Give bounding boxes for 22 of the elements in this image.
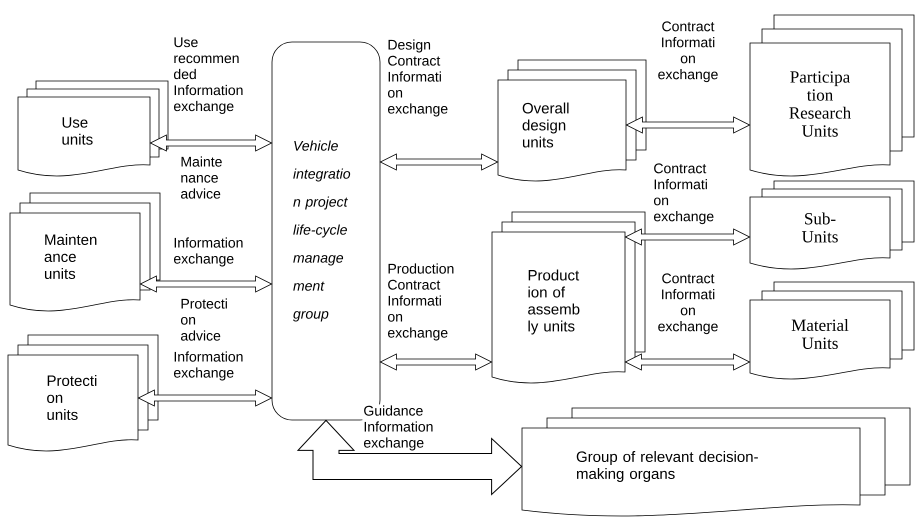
document-stack: Group of relevant decision-making organs bbox=[522, 408, 910, 516]
text-label: Protecti on advice bbox=[180, 298, 227, 341]
edge-label: Contract Informati on exchange bbox=[652, 162, 726, 226]
edge-label: Guidance Information exchange bbox=[362, 404, 442, 452]
document-stack: Product ion of assemb ly units bbox=[492, 212, 646, 384]
document-stack: Material Units bbox=[750, 282, 914, 380]
node-label: Group of relevant decision-making organs bbox=[576, 451, 758, 482]
text-label: Mainte nance advice bbox=[181, 156, 222, 199]
edge-label: Contract Informati on exchange bbox=[651, 272, 725, 336]
edge-label: Contract Informati on exchange bbox=[651, 20, 725, 84]
edge-label: Information exchange bbox=[172, 236, 252, 268]
edge-label: Design Contract Informati on exchange bbox=[386, 38, 460, 118]
edge-label: Production Contract Informati on exchange bbox=[386, 262, 460, 342]
document-stack: Protecti on units bbox=[8, 334, 158, 452]
document-stack: Sub-Units bbox=[750, 180, 914, 270]
edge-label: Use recommen ded Information exchange bbox=[172, 36, 252, 115]
document-stack: Use units bbox=[18, 80, 168, 176]
edge-label: Information exchange bbox=[172, 350, 252, 382]
document-stack: Overall design units bbox=[498, 60, 646, 182]
document-stack: Mainten ance units bbox=[10, 192, 160, 312]
document-stack: Participa tion Research Units bbox=[750, 14, 914, 176]
double-arrow bbox=[296, 420, 522, 496]
